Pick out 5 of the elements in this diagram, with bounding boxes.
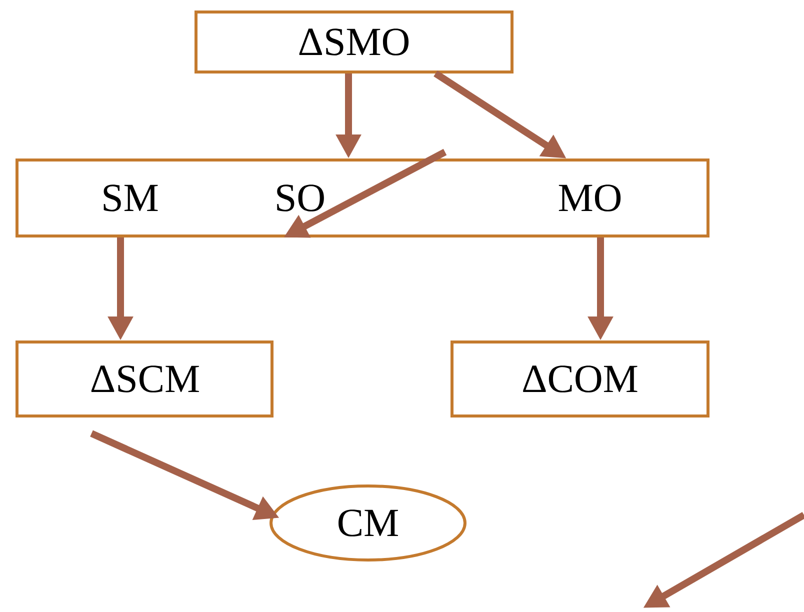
process-box: SM SO MO <box>16 158 710 238</box>
process-box: ΔSCM <box>16 340 274 418</box>
ellipse-node: CM <box>270 484 466 562</box>
process-box: ΔCOM <box>450 340 710 418</box>
process-box: ΔSMO <box>194 10 514 74</box>
